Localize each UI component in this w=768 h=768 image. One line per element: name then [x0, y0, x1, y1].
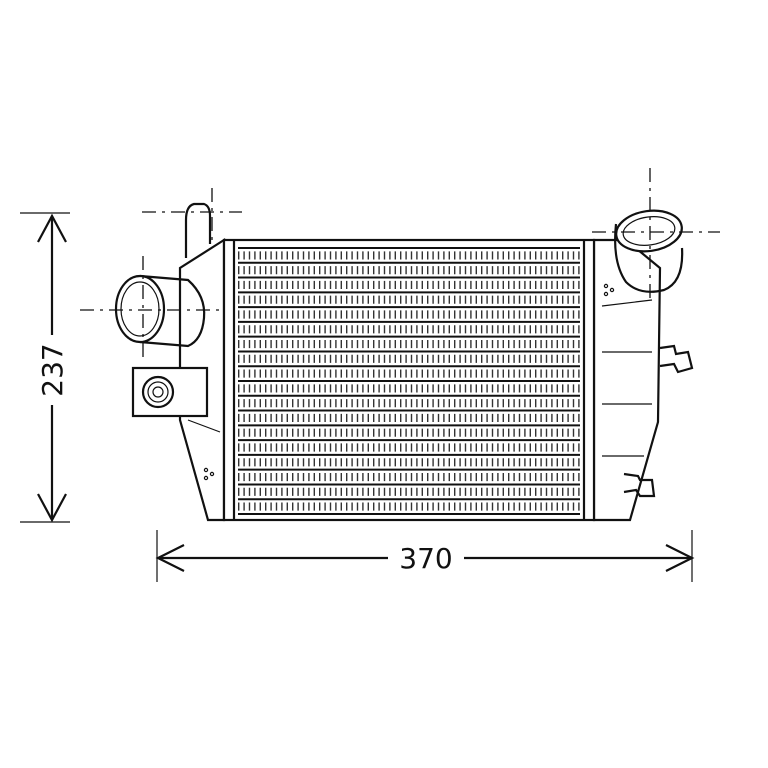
width-arrow-left [155, 544, 185, 572]
core-fins [238, 247, 580, 515]
sensor-inner-ring [152, 386, 164, 398]
width-dimension: 370 [155, 530, 695, 582]
left-inlet-opening [114, 274, 166, 344]
height-dimension: 237 [20, 212, 70, 523]
left-tank-seam [187, 419, 221, 433]
left-tank-dot [203, 475, 209, 481]
left-tank-dot [209, 471, 215, 477]
left-tank-dot [203, 467, 209, 473]
upper-bolt-body [659, 344, 694, 374]
core [222, 238, 596, 522]
right-outlet-pipe [592, 168, 720, 300]
right-tank-dot [603, 291, 609, 297]
height-arrow-bottom [37, 493, 67, 523]
left-inlet-pipe [80, 256, 232, 362]
height-arrow-top [37, 213, 67, 243]
right-tank-seam [601, 299, 653, 307]
right-outlet-rim [622, 216, 676, 246]
right-outlet-opening [615, 209, 683, 253]
right-upper-bolt [659, 344, 694, 374]
width-arrow-right [665, 544, 695, 572]
left-inlet-body [139, 274, 206, 348]
right-outlet-body [614, 223, 684, 293]
height-label-bg [36, 335, 70, 405]
left-top-fitting [142, 188, 242, 258]
sensor-outer-ring [141, 375, 175, 409]
sensor-bracket-box [131, 366, 209, 418]
right-tank-dot [609, 287, 615, 293]
width-label: 370 [399, 542, 452, 575]
sensor-middle-ring [147, 381, 169, 403]
width-label-bg [388, 541, 464, 573]
right-lower-bolt [623, 472, 656, 498]
left-inlet-rim [120, 281, 160, 337]
left-sensor-bracket [131, 366, 209, 418]
height-label: 237 [36, 343, 69, 396]
lower-bolt-body [623, 472, 656, 498]
right-tank-dot [603, 283, 609, 289]
